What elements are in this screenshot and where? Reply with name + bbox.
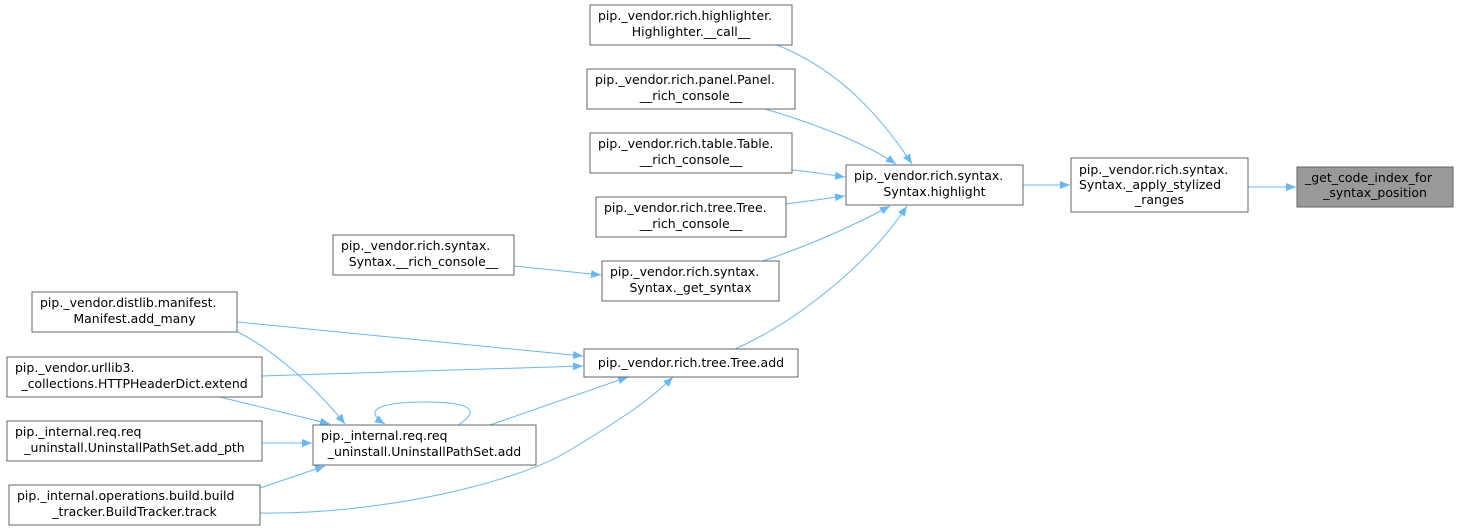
node-syntax-get-syntax[interactable]: pip._vendor.rich.syntax. Syntax._get_syn… (601, 260, 780, 302)
node-panel-rich-console[interactable]: pip._vendor.rich.panel.Panel. __rich_con… (586, 68, 796, 110)
node-manifest-add-many[interactable]: pip._vendor.distlib.manifest. Manifest.a… (31, 291, 238, 333)
node-uninstallpathset-add-pth[interactable]: pip._internal.req.req _uninstall.Uninsta… (6, 420, 263, 462)
node-box (601, 260, 780, 302)
node-box (595, 196, 787, 238)
node-label-line: Syntax._apply_stylized (1079, 177, 1221, 192)
call-edge (259, 376, 674, 514)
node-label-line: __rich_console__ (639, 216, 743, 231)
call-edge (513, 265, 602, 278)
node-box (589, 132, 793, 174)
node-label-line: Manifest.add_many (73, 311, 196, 326)
node-label-line: pip._vendor.urllib3. (15, 360, 134, 375)
call-edge (261, 362, 584, 377)
node-label-line: pip._internal.req.req (321, 428, 447, 443)
call-edge (235, 330, 346, 425)
call-edge (764, 108, 897, 165)
node-label-line: _collections.HTTPHeaderDict.extend (20, 376, 247, 391)
node-box (6, 420, 263, 462)
node-label-line: Syntax._get_syntax (629, 280, 751, 295)
node-box (6, 356, 263, 398)
node-table-rich-console[interactable]: pip._vendor.rich.table.Table. __rich_con… (589, 132, 793, 174)
node-get-code-index-for-syntax-position[interactable]: _get_code_index_for _syntax_position (1296, 166, 1454, 208)
node-uninstallpathset-add[interactable]: pip._internal.req.req _uninstall.Uninsta… (312, 424, 537, 466)
node-label-line: pip._vendor.rich.syntax. (854, 168, 1003, 183)
node-label-line: pip._vendor.rich.syntax. (341, 238, 490, 253)
node-box (312, 424, 537, 466)
node-label-line: __rich_console__ (639, 88, 743, 103)
node-highlighter-call[interactable]: pip._vendor.rich.highlighter. Highlighte… (589, 4, 793, 46)
node-syntax-highlight[interactable]: pip._vendor.rich.syntax. Syntax.highligh… (845, 164, 1024, 206)
node-label-line: pip._vendor.rich.highlighter. (598, 8, 772, 23)
node-label-line: pip._vendor.rich.syntax. (610, 264, 759, 279)
node-label-line: _syntax_position (1322, 185, 1427, 200)
node-tree-add[interactable]: pip._vendor.rich.tree.Tree.add (583, 348, 799, 378)
node-box (589, 4, 793, 46)
node-httpheaderdict-extend[interactable]: pip._vendor.urllib3. _collections.HTTPHe… (6, 356, 263, 398)
node-label-line: pip._vendor.rich.panel.Panel. (595, 72, 775, 87)
node-label-line: Syntax.__rich_console__ (349, 254, 499, 269)
node-box (845, 164, 1024, 206)
edges (219, 44, 1296, 514)
node-label-line: Syntax.highlight (883, 184, 985, 199)
node-label-line: _uninstall.UninstallPathSet.add (327, 444, 521, 459)
node-box (1296, 166, 1454, 208)
node-box (586, 68, 796, 110)
node-label-line: pip._internal.operations.build.build (17, 488, 234, 503)
node-label-line: _get_code_index_for (1304, 170, 1433, 185)
node-syntax-apply-stylized-ranges[interactable]: pip._vendor.rich.syntax. Syntax._apply_s… (1070, 157, 1249, 213)
node-box (332, 234, 515, 276)
node-box (583, 348, 799, 378)
node-label-line: pip._vendor.rich.syntax. (1079, 162, 1228, 177)
node-box (8, 484, 261, 526)
node-label-line: pip._vendor.rich.tree.Tree. (604, 200, 767, 215)
node-label-line: pip._vendor.distlib.manifest. (40, 295, 217, 310)
call-edge (791, 169, 846, 180)
node-label-line: _tracker.BuildTracker.track (51, 504, 217, 519)
node-label-line: __rich_console__ (639, 152, 743, 167)
call-edge (734, 205, 908, 350)
call-edge (259, 465, 326, 489)
node-tree-rich-console[interactable]: pip._vendor.rich.tree.Tree. __rich_conso… (595, 196, 787, 238)
call-edge (489, 376, 629, 426)
self-call-edge (374, 401, 471, 426)
call-edge (762, 205, 891, 262)
call-edge (219, 396, 331, 426)
node-box (1070, 157, 1249, 213)
call-edge (236, 321, 584, 360)
call-edge (776, 44, 913, 165)
node-label-line: _uninstall.UninstallPathSet.add_pth (23, 440, 244, 455)
node-label-line: pip._internal.req.req (15, 424, 141, 439)
call-edge (785, 193, 846, 205)
node-label-line: pip._vendor.rich.tree.Tree.add (598, 355, 784, 370)
node-buildtracker-track[interactable]: pip._internal.operations.build.build _tr… (8, 484, 261, 526)
node-box (31, 291, 238, 333)
node-label-line: Highlighter.__call__ (632, 24, 751, 39)
node-syntax-rich-console[interactable]: pip._vendor.rich.syntax. Syntax.__rich_c… (332, 234, 515, 276)
node-label-line: _ranges (1134, 192, 1184, 207)
node-label-line: pip._vendor.rich.table.Table. (598, 136, 773, 151)
